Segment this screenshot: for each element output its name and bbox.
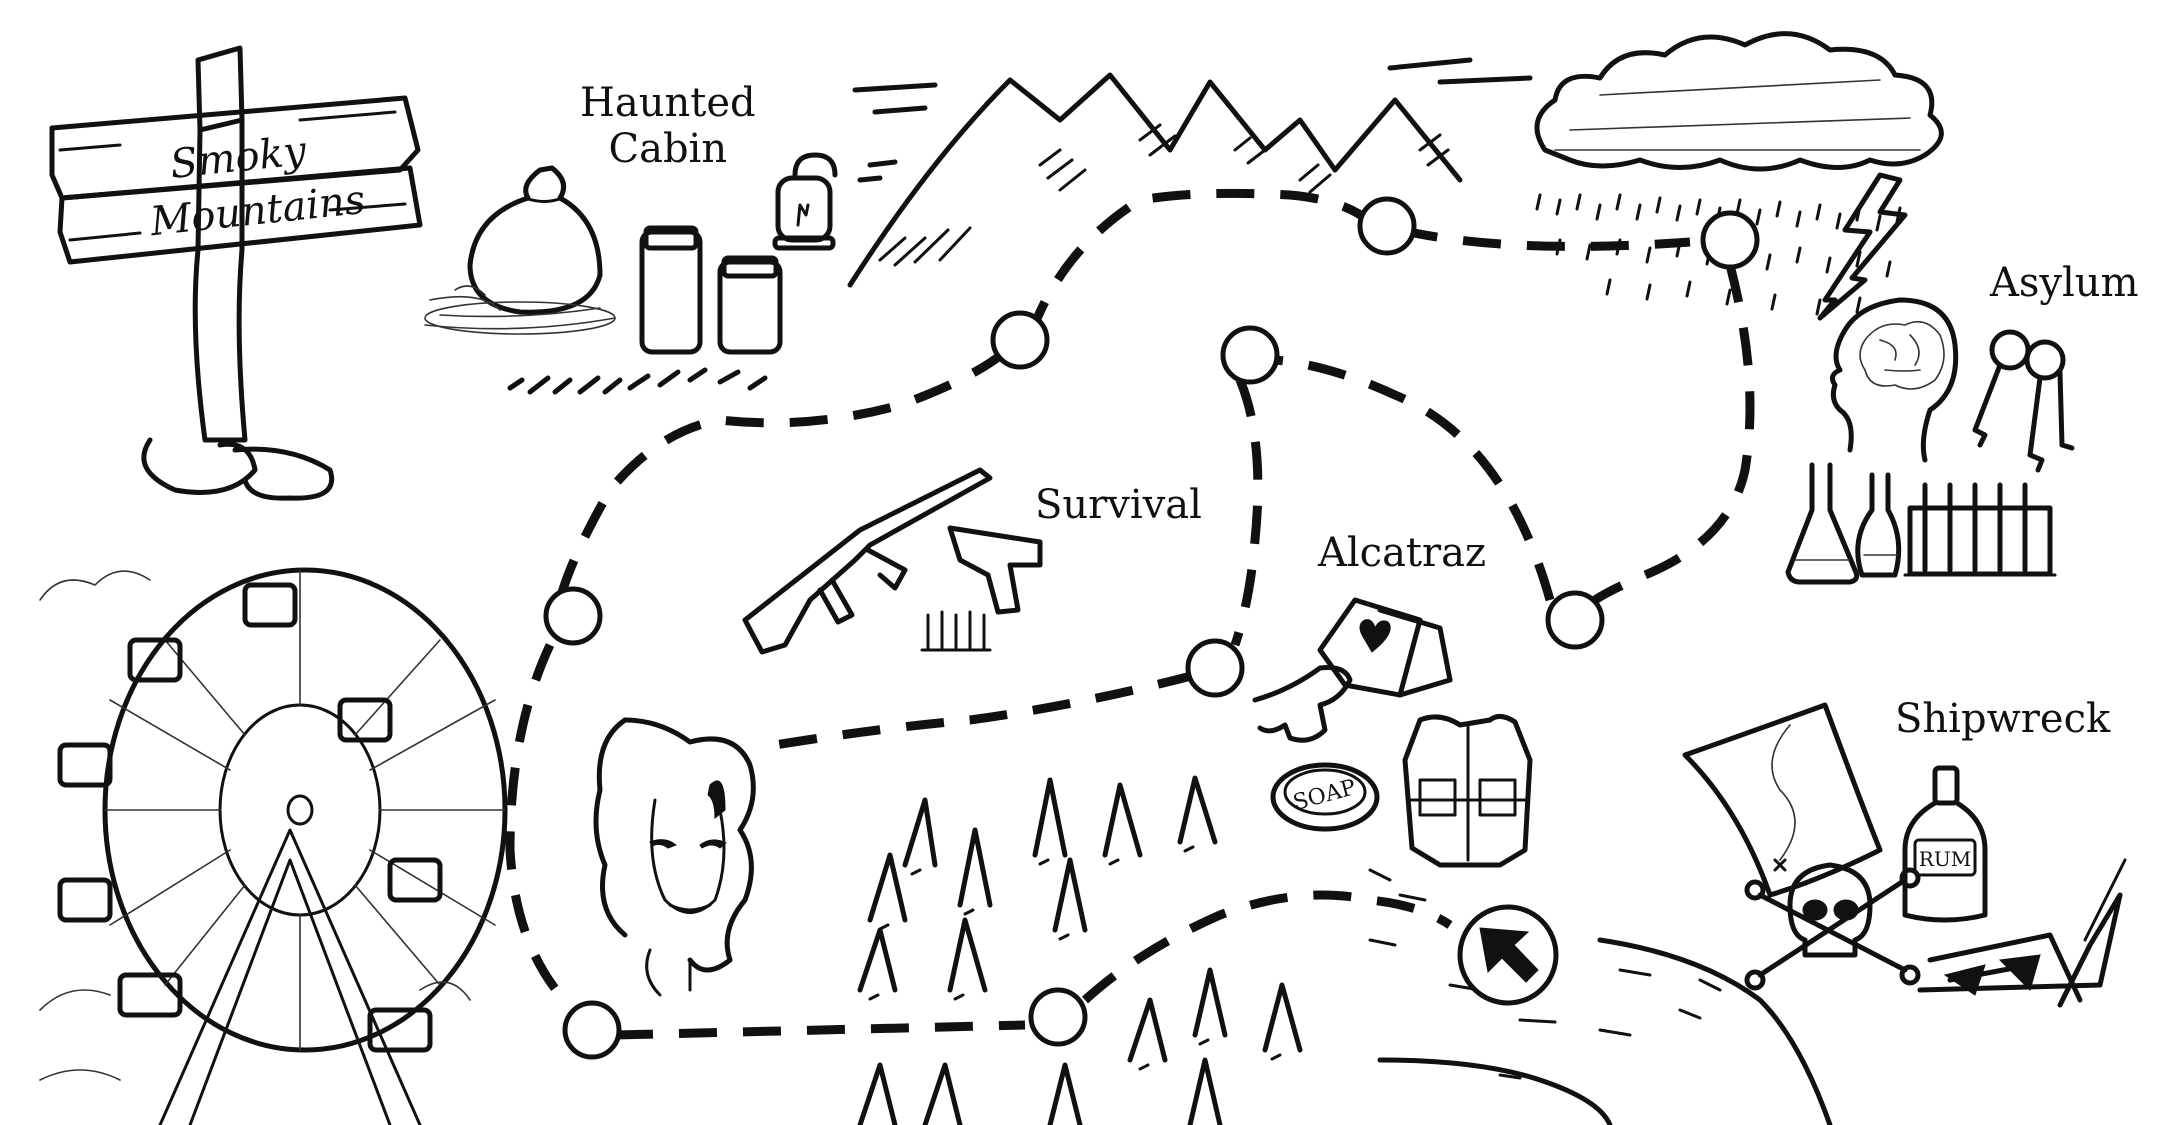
stop-1 bbox=[990, 310, 1050, 370]
label-haunted-cabin-line1: Haunted bbox=[580, 80, 756, 126]
trees-icon bbox=[857, 775, 1303, 1125]
mountains-icon bbox=[847, 57, 1533, 288]
ferris-wheel-icon bbox=[39, 567, 508, 1125]
rifle-icon bbox=[742, 467, 993, 655]
river-icon bbox=[1368, 868, 1833, 1125]
label-asylum[interactable]: Asylum bbox=[1990, 260, 2139, 306]
trail-stops bbox=[543, 196, 1760, 1060]
lightning-icon bbox=[1817, 172, 1908, 321]
lantern-icon bbox=[772, 152, 838, 251]
stop-3 bbox=[1700, 210, 1760, 270]
treasure-map-icon bbox=[1682, 702, 1883, 898]
brain-head-icon bbox=[1829, 297, 1959, 463]
rum-label: RUM bbox=[1919, 847, 1971, 871]
stop-4 bbox=[1545, 590, 1605, 650]
rum-bottle-icon: RUM bbox=[1902, 765, 1988, 923]
woman-portrait-icon bbox=[593, 717, 756, 997]
pistol-icon bbox=[947, 525, 1043, 615]
bullets-icon bbox=[920, 610, 992, 652]
label-alcatraz[interactable]: Alcatraz bbox=[1318, 530, 1487, 576]
label-haunted-cabin[interactable]: Haunted Cabin bbox=[580, 80, 756, 172]
flasks-icon bbox=[1785, 462, 1902, 585]
sunken-ship-icon bbox=[1917, 858, 2127, 1008]
start-arrow-icon[interactable] bbox=[1457, 904, 1559, 1006]
trail-path bbox=[505, 188, 1755, 1040]
skull-crossbones-icon bbox=[1744, 862, 1921, 991]
label-haunted-cabin-line2: Cabin bbox=[608, 126, 728, 172]
label-survival[interactable]: Survival bbox=[1035, 482, 1202, 528]
life-vest-icon bbox=[1402, 714, 1533, 868]
label-shipwreck[interactable]: Shipwreck bbox=[1895, 696, 2111, 742]
keys-icon bbox=[1972, 329, 2075, 473]
soap-icon: SOAP bbox=[1270, 762, 1380, 832]
signpost-icon bbox=[49, 45, 423, 501]
stop-2 bbox=[1357, 196, 1417, 256]
test-tubes-icon bbox=[1903, 482, 2057, 577]
mason-jar-icon bbox=[639, 225, 783, 355]
stop-6 bbox=[1185, 638, 1245, 698]
stop-8 bbox=[562, 1000, 622, 1060]
stop-7 bbox=[543, 586, 603, 646]
stop-9 bbox=[1028, 987, 1088, 1047]
stop-5 bbox=[1220, 325, 1280, 385]
money-bag-icon bbox=[424, 165, 616, 335]
playing-cards-icon bbox=[1252, 597, 1453, 743]
